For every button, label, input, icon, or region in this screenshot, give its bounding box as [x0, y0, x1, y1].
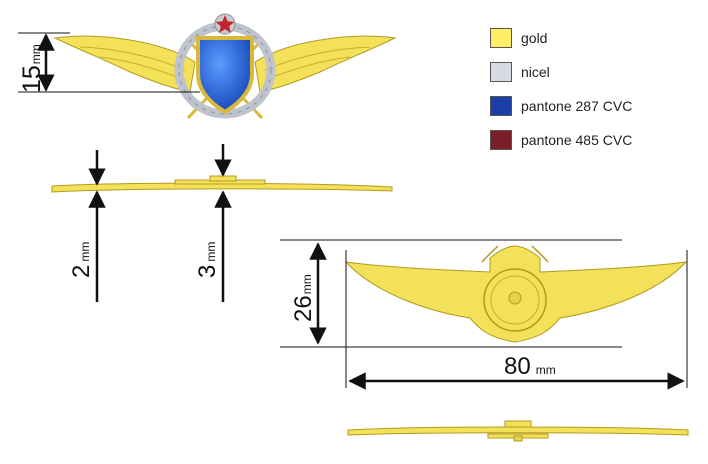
back-pin: [508, 291, 522, 305]
red-star: [215, 15, 235, 33]
side-profile-front: [51, 175, 393, 193]
gold-swatch: [490, 28, 512, 48]
legend-item-nicel: nicel: [490, 62, 550, 82]
legend-label: nicel: [521, 64, 550, 80]
legend-item-gold: gold: [490, 28, 547, 48]
legend-label: pantone 485 CVC: [521, 132, 633, 148]
side-profile-back: [347, 420, 689, 442]
legend-label: gold: [521, 30, 548, 46]
dimension-wing-thickness: 2 mm: [68, 150, 106, 302]
svg-text:26mm: 26mm: [290, 274, 317, 322]
pantone-287-swatch: [490, 96, 512, 116]
dimension-back-width: 80 mm: [345, 250, 688, 390]
dimension-back-height: 26mm: [280, 239, 622, 348]
center-thickness-unit: mm: [204, 242, 218, 262]
badge-height-unit: mm: [29, 44, 43, 64]
left-wing: [53, 35, 196, 93]
nicel-swatch: [490, 62, 512, 82]
blue-shield: [196, 36, 254, 115]
back-height-unit: mm: [300, 274, 314, 294]
front-view-badge: [53, 13, 397, 120]
svg-text:3mm: 3 mm: [194, 242, 221, 278]
pantone-485-swatch: [490, 130, 512, 150]
wing-thickness-unit: mm: [78, 242, 92, 262]
badge-height-value: 15: [18, 65, 46, 93]
back-height-value: 26: [290, 295, 317, 322]
legend-item-pantone-485: pantone 485 CVC: [490, 130, 632, 150]
back-view-badge: [344, 245, 688, 343]
legend-item-pantone-287: pantone 287 CVC: [490, 96, 632, 116]
back-width-value: 80: [504, 353, 531, 380]
legend-label: pantone 287 CVC: [521, 98, 633, 114]
svg-text:2mm: 2 mm: [68, 242, 95, 278]
dimension-center-thickness: 3 mm: [194, 144, 232, 302]
dimension-badge-height: 15mm: [18, 32, 200, 93]
wing-thickness-value: 2: [68, 265, 95, 278]
back-width-unit: mm: [536, 363, 556, 377]
svg-text:15mm: 15mm: [18, 44, 46, 93]
right-wing: [254, 35, 397, 93]
center-thickness-value: 3: [194, 265, 221, 278]
